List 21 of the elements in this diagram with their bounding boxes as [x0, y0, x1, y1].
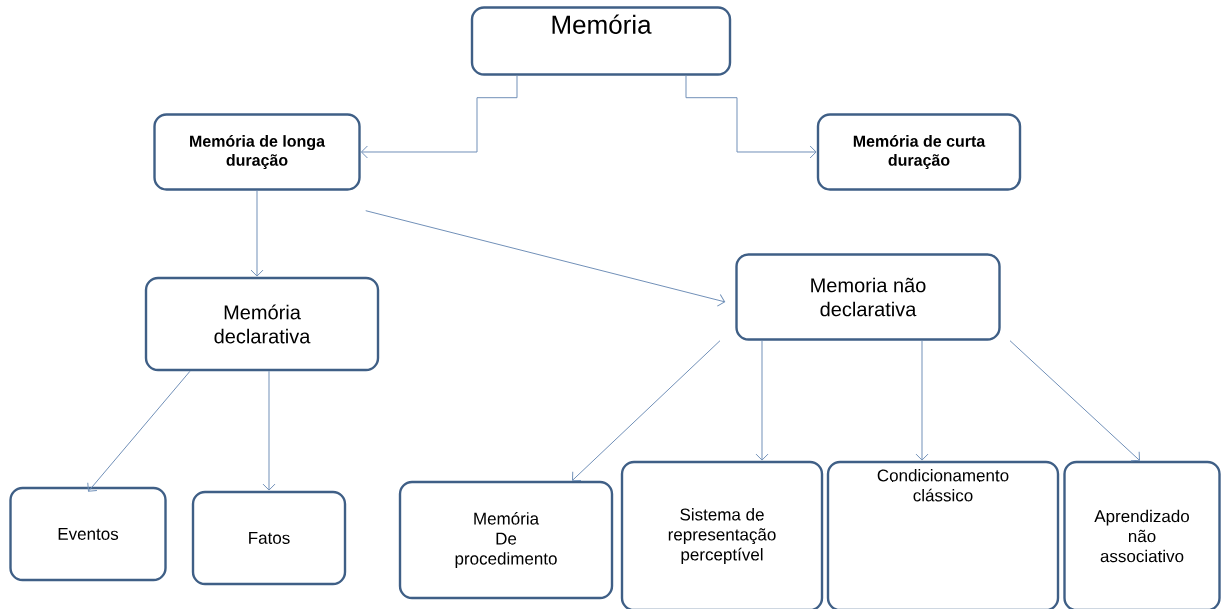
- memory-box: Memória de curta duração: [816, 113, 1022, 191]
- memory-box: Fatos: [191, 490, 347, 586]
- arrow: [572, 340, 721, 482]
- arrow: [87, 370, 191, 492]
- memory-box: Memória declarativa: [144, 276, 380, 372]
- memory-box: Condicionamento clássico: [826, 460, 1060, 609]
- memory-box: Memória de longa duração: [153, 113, 361, 191]
- arrow: [365, 210, 726, 307]
- memory-box: Aprendizado não associativo: [1063, 460, 1221, 609]
- arrow: [262, 370, 276, 491]
- memory-box: Eventos: [9, 486, 167, 582]
- arrow: [250, 190, 264, 277]
- arrow: [685, 75, 817, 159]
- memory-box: Memória De procedimento: [398, 480, 614, 600]
- arrow: [360, 75, 518, 159]
- memory-box: Memória: [470, 6, 732, 76]
- arrow: [755, 340, 769, 461]
- memory-box: Memoria não declarativa: [735, 253, 1001, 341]
- memory-box: Sistema de representação perceptível: [620, 460, 824, 609]
- arrow: [915, 340, 929, 461]
- arrow: [1009, 340, 1140, 462]
